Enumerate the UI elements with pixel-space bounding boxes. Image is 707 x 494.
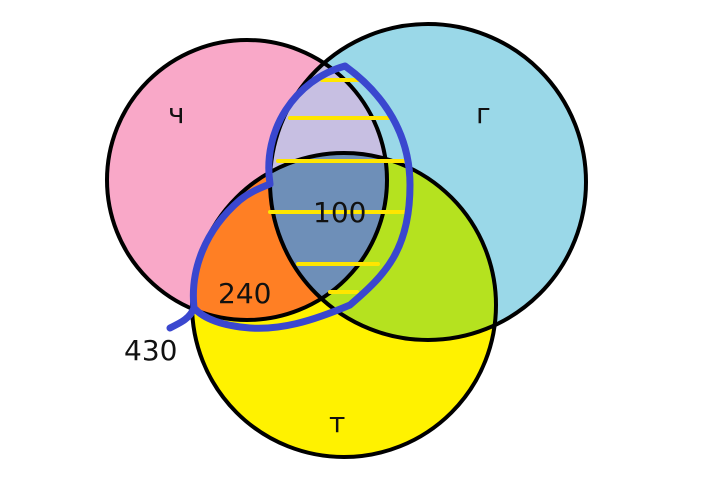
hand-drawn-outline [166, 62, 414, 332]
set-g-label: г [476, 97, 491, 130]
set-ch-outline [105, 38, 389, 322]
value-center: 100 [313, 196, 366, 229]
set-ch-label: ч [168, 97, 185, 130]
value-ch-t: 240 [218, 277, 271, 310]
set-t-label: т [329, 406, 345, 439]
value-outline-total: 430 [124, 334, 177, 367]
hatch-lines [268, 78, 410, 294]
